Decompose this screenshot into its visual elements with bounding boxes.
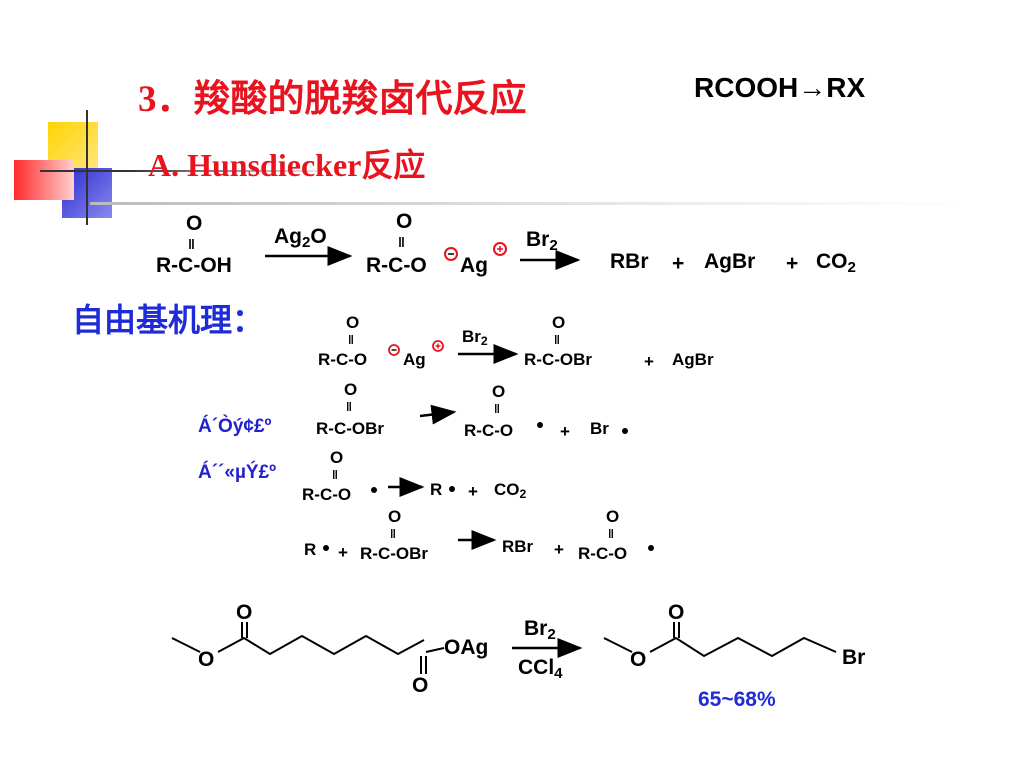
deco-horizontal-line: [40, 170, 340, 172]
m3-co2: CO2: [494, 480, 527, 502]
carbonyl-o-1: O: [186, 212, 203, 235]
m1-product-acyl-hypobromite: R-C-OBr: [524, 350, 592, 369]
m2-br-radical: Br: [590, 419, 609, 438]
ex-yield: 65~68%: [698, 688, 776, 711]
ex-product-skeleton: [603, 622, 837, 658]
mechanism-label: 自由基机理：: [72, 301, 265, 339]
page-subtitle: A. Hunsdiecker反应: [148, 147, 426, 183]
m1-double-bond: ǁ: [348, 333, 354, 347]
m4-radical-dot-1: [323, 545, 329, 551]
ex-product-carbonyl-o: O: [668, 601, 685, 624]
product-co2: CO2: [816, 250, 856, 276]
m2-product-radical: R-C-O: [464, 421, 514, 440]
m3-double-bond: ǁ: [332, 468, 338, 482]
m1-product-o: O: [552, 313, 566, 332]
m1-product-agbr: AgBr: [672, 350, 714, 369]
m3-carbonyl-o: O: [330, 448, 344, 467]
silver-salt-right: Ag: [460, 254, 488, 277]
plus-1: +: [672, 252, 685, 275]
ex-reactant-skeleton: [171, 622, 445, 674]
m3-r-radical: R: [430, 480, 443, 499]
m2-carbonyl-o: O: [344, 380, 358, 399]
m4-product-rbr: RBr: [502, 537, 534, 556]
m4-radical-dot-2: [648, 545, 654, 551]
ex-carbonyl-o-top: O: [236, 601, 253, 624]
m4-product-double-bond: ǁ: [608, 527, 614, 541]
double-bond-2: ǁ: [398, 234, 405, 250]
m2-plus: +: [560, 422, 570, 441]
m2-reactant: R-C-OBr: [316, 419, 384, 438]
top-right-formula: RCOOH→RX: [694, 72, 866, 103]
m4-reactant: R-C-OBr: [360, 544, 428, 563]
m4-r-radical: R: [304, 540, 317, 559]
initiation-label: Á´Òý¢£º: [198, 416, 272, 437]
m2-radical-dot-1: [537, 422, 543, 428]
m4-double-bond: ǁ: [390, 527, 396, 541]
m3-reactant-radical: R-C-O: [302, 485, 352, 504]
m4-carbonyl-o: O: [388, 507, 402, 526]
m1-plus: +: [644, 352, 654, 371]
minus-charge-icon: [444, 247, 458, 261]
m4-plus-2: +: [554, 540, 564, 559]
m4-plus-1: +: [338, 543, 348, 562]
ex-reagent-ccl4: CCl4: [518, 656, 563, 682]
deco-title-underline: [90, 202, 970, 205]
ex-carbonyl-o-bottom: O: [412, 674, 429, 697]
ex-reagent-br2: Br2: [524, 617, 556, 643]
m3-plus: +: [468, 482, 478, 501]
m1-product-double-bond: ǁ: [554, 333, 560, 347]
ex-oag: OAg: [444, 636, 489, 659]
ex-ester-o: O: [198, 648, 215, 671]
m1-salt-left: R-C-O: [318, 350, 368, 369]
page-title: 3．羧酸的脱羧卤代反应: [138, 79, 527, 120]
m2-double-bond: ǁ: [346, 400, 352, 414]
reagent-ag2o: Ag2O: [274, 225, 327, 251]
ex-product-ester-o: O: [630, 648, 647, 671]
m4-product-o: O: [606, 507, 620, 526]
reagent-br2-1: Br2: [526, 228, 558, 254]
m2-product-double-bond: ǁ: [494, 402, 500, 416]
m4-product-radical: R-C-O: [578, 544, 628, 563]
m2-radical-dot-2: [622, 428, 628, 434]
m1-salt-ag: Ag: [403, 350, 426, 369]
m3-radical-dot-2: [449, 486, 455, 492]
plus-2: +: [786, 252, 799, 275]
m1-reagent-br2: Br2: [462, 327, 488, 349]
propagation-label: Á´´«µÝ£º: [198, 462, 277, 483]
product-agbr: AgBr: [704, 250, 756, 273]
ex-product-br: Br: [842, 646, 866, 669]
reactant-acid: R-C-OH: [156, 254, 232, 277]
deco-vertical-line: [86, 110, 88, 225]
silver-salt-left: R-C-O: [366, 254, 427, 277]
carbonyl-o-2: O: [396, 210, 413, 233]
double-bond-1: ǁ: [188, 236, 195, 252]
m1-minus-charge-icon: [388, 344, 400, 356]
plus-charge-icon: [493, 242, 507, 256]
m1-plus-charge-icon: [432, 340, 444, 352]
deco-red-square: [14, 160, 74, 200]
m3-radical-dot-1: [371, 487, 377, 493]
product-rbr: RBr: [610, 250, 649, 273]
m2-product-o: O: [492, 382, 506, 401]
m1-carbonyl-o: O: [346, 313, 360, 332]
arrow-m2: [419, 404, 457, 425]
